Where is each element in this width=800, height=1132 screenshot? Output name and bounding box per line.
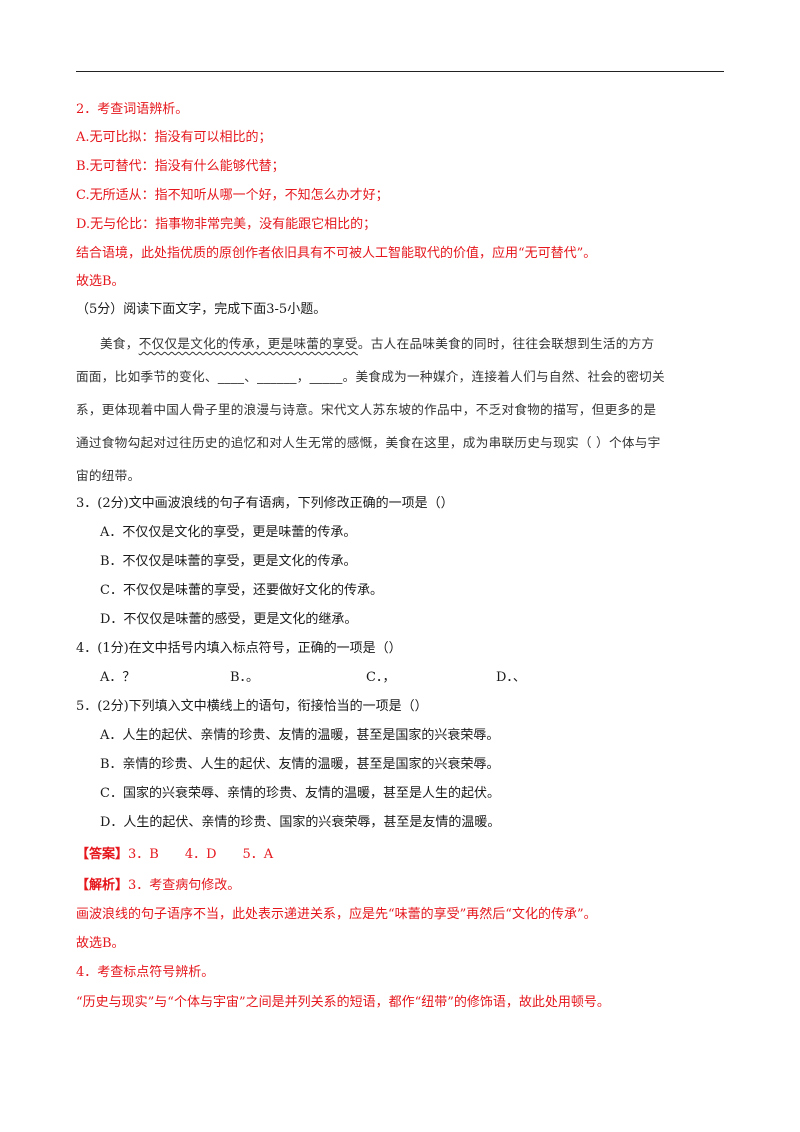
passage-line-1-post: 。古人在品味美食的同时，往往会联想到生活的方方 [357,336,655,351]
q5-option-a: A．人生的起伏、亲情的珍贵、友情的温暖，甚至是国家的兴衰荣辱。 [100,728,500,743]
q5-option-b: B．亲情的珍贵、人生的起伏、友情的温暖，甚至是国家的兴衰荣辱。 [100,757,500,772]
q2-reason: 结合语境，此处指优质的原创作者依旧具有不可被人工智能取代的价值，应用“无可替代”… [76,246,597,261]
passage-line-2: 面面，比如季节的变化、____、______，_____。美食成为一种媒介，连接… [76,369,665,384]
q2-option-c: C.无所适从：指不知听从哪一个好，不知怎么办才好； [76,188,389,203]
q3-option-d: D．不仅仅是味蕾的感受，更是文化的继承。 [100,612,358,627]
q3-analysis-reason: 画波浪线的句子语序不当，此处表示递进关系，应是先“味蕾的享受”再然后“文化的传承… [76,907,597,922]
answer-text: 3．B 4．D 5．A [128,847,274,862]
passage-line-1-pre: 美食， [100,336,139,351]
passage-line-4: 通过食物勾起对过往历史的追忆和对人生无常的感慨，美食在这里，成为串联历史与现实（… [76,435,661,450]
passage-intro: （5分）阅读下面文字，完成下面3-5小题。 [76,302,327,317]
q4-option-a: A．？ [100,670,136,685]
q4-option-b: B．。 [230,670,260,685]
q3-option-a: A．不仅仅是文化的享受，更是味蕾的传承。 [100,525,357,540]
passage-line-3: 系，更体现着中国人骨子里的浪漫与诗意。宋代文人苏东坡的作品中，不乏对食物的描写，… [76,402,657,417]
q3-option-b: B．不仅仅是味蕾的享受，更是文化的传承。 [100,554,357,569]
q4-stem: 4．(1分)在文中括号内填入标点符号，正确的一项是（） [76,641,402,656]
q3-stem: 3．(2分)文中画波浪线的句子有语病，下列修改正确的一项是（） [76,496,454,511]
q3-analysis-heading: 3．考查病句修改。 [128,878,241,893]
q2-option-b: B.无可替代：指没有什么能够代替； [76,159,285,174]
analysis-line: 【解析】3．考查病句修改。 [76,877,240,895]
q2-analysis-heading: 2．考查词语辨析。 [76,102,189,117]
wavy-underlined-sentence: 不仅仅是文化的传承，更是味蕾的享受 [138,336,358,351]
analysis-label: 【解析】 [76,878,129,893]
q5-stem: 5．(2分)下列填入文中横线上的语句，衔接恰当的一项是（） [76,699,428,714]
passage-line-1: 美食，不仅仅是文化的传承，更是味蕾的享受。古人在品味美食的同时，往往会联想到生活… [100,335,654,353]
q2-conclusion: 故选B。 [76,274,125,289]
q4-option-d: D．、 [496,670,526,685]
q4-analysis-heading: 4．考查标点符号辨析。 [76,965,215,980]
q4-option-c: C．， [366,670,396,685]
answer-label: 【答案】 [76,847,129,862]
q4-analysis-reason: “历史与现实”与“个体与宇宙”之间是并列关系的短语，都作“纽带”的修饰语，故此处… [76,995,610,1010]
answer-line: 【答案】3．B 4．D 5．A [76,846,273,864]
q3-analysis-conclusion: 故选B。 [76,936,125,951]
q3-option-c: C．不仅仅是味蕾的享受，还要做好文化的传承。 [100,583,383,598]
q2-option-d: D.无与伦比：指事物非常完美，没有能跟它相比的； [76,217,377,232]
header-rule [76,71,724,72]
q2-option-a: A.无可比拟：指没有可以相比的； [76,130,272,145]
passage-line-5: 宙的纽带。 [76,468,141,483]
q5-option-d: D．人生的起伏、亲情的珍贵、国家的兴衰荣辱，甚至是友情的温暖。 [100,815,501,830]
q5-option-c: C．国家的兴衰荣辱、亲情的珍贵、友情的温暖，甚至是人生的起伏。 [100,786,500,801]
